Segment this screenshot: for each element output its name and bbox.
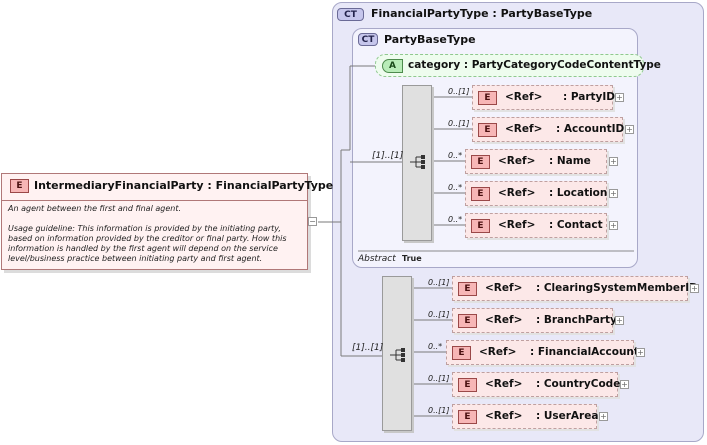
attribute-name: category [408, 59, 461, 71]
inner-sequence-cardinality: [1]..[1] [372, 151, 404, 161]
expand-toggle[interactable]: + [625, 125, 634, 134]
element-name: : AccountID [556, 123, 625, 135]
element-badge: E [458, 410, 477, 424]
clearing-system-member-id-element[interactable]: E <Ref> : ClearingSystemMemberID [452, 276, 698, 301]
element-name: : ClearingSystemMemberID [536, 282, 698, 294]
ref-label: <Ref> [505, 91, 543, 103]
cardinality-label: 0..[1] [428, 278, 450, 287]
abstract-label: Abstract [358, 254, 396, 264]
financial-account-element[interactable]: E <Ref> : FinancialAccount [446, 340, 639, 365]
ref-label: <Ref> [485, 282, 523, 294]
account-id-element[interactable]: E <Ref> : AccountID [472, 117, 625, 142]
expand-toggle[interactable]: + [620, 380, 629, 389]
element-name: : Location [549, 187, 608, 199]
documentation-line: Usage guideline: This information is pro… [8, 224, 287, 263]
attribute-label: category : PartyCategoryCodeContentType [408, 59, 661, 71]
expand-toggle[interactable]: + [615, 93, 624, 102]
ref-label: <Ref> [498, 187, 536, 199]
cardinality-label: 0..* [428, 342, 443, 351]
cardinality-label: 0..* [448, 215, 463, 224]
expand-toggle[interactable]: + [599, 412, 608, 421]
element-badge: E [458, 282, 477, 296]
element-badge: E [478, 123, 497, 137]
sequence-icon [390, 348, 405, 362]
complex-type-badge: CT [337, 8, 364, 21]
inner-type-title: PartyBaseType [384, 33, 476, 46]
abstract-value: True [402, 254, 422, 263]
expand-toggle[interactable]: + [609, 157, 618, 166]
cardinality-label: 0..[1] [428, 310, 450, 319]
element-documentation: An agent between the first and final age… [8, 204, 306, 274]
element-name: IntermediaryFinancialParty [34, 179, 204, 192]
cardinality-label: 0..[1] [448, 119, 470, 128]
outer-sequence-compositor[interactable] [382, 276, 412, 431]
ref-label: <Ref> [498, 155, 536, 167]
user-area-element[interactable]: E <Ref> : UserArea [452, 404, 599, 429]
element-badge: E [471, 187, 490, 201]
party-ids-element[interactable]: E <Ref> : PartyIDs [472, 85, 621, 110]
ref-label: <Ref> [479, 346, 517, 358]
cardinality-label: 0..* [448, 183, 463, 192]
documentation-line: An agent between the first and final age… [8, 204, 182, 213]
expand-toggle[interactable]: + [609, 189, 618, 198]
element-badge: E [10, 179, 29, 193]
contact-element[interactable]: E <Ref> : Contact [465, 213, 607, 238]
collapse-toggle[interactable]: − [308, 217, 317, 226]
attribute-type: : PartyCategoryCodeContentType [463, 59, 661, 71]
attribute-badge: A [382, 59, 403, 73]
element-name: : UserArea [536, 410, 599, 422]
element-badge: E [452, 346, 471, 360]
ref-label: <Ref> [505, 123, 543, 135]
complex-type-badge: CT [358, 33, 378, 46]
location-element[interactable]: E <Ref> : Location [465, 181, 607, 206]
ref-label: <Ref> [485, 314, 523, 326]
country-code-element[interactable]: E <Ref> : CountryCode [452, 372, 621, 397]
ref-label: <Ref> [485, 410, 523, 422]
element-name: : CountryCode [536, 378, 621, 390]
inner-sequence-compositor[interactable] [402, 85, 432, 241]
expand-toggle[interactable]: + [609, 221, 618, 230]
element-name: : PartyIDs [563, 91, 622, 103]
cardinality-label: 0..[1] [428, 406, 450, 415]
name-element[interactable]: E <Ref> : Name [465, 149, 607, 174]
sequence-icon [410, 155, 425, 169]
element-badge: E [478, 91, 497, 105]
outer-sequence-cardinality: [1]..[1] [352, 343, 384, 353]
expand-toggle[interactable]: + [690, 284, 699, 293]
cardinality-label: 0..[1] [448, 87, 470, 96]
element-type: : FinancialPartyType [207, 179, 334, 192]
branch-party-element[interactable]: E <Ref> : BranchParty [452, 308, 617, 333]
element-badge: E [458, 378, 477, 392]
ref-label: <Ref> [498, 219, 536, 231]
element-name: : Name [549, 155, 591, 167]
expand-toggle[interactable]: + [615, 316, 624, 325]
element-title: IntermediaryFinancialParty : FinancialPa… [34, 179, 333, 192]
element-name: : FinancialAccount [530, 346, 639, 358]
ref-label: <Ref> [485, 378, 523, 390]
outer-type-title: FinancialPartyType : PartyBaseType [371, 7, 593, 20]
expand-toggle[interactable]: + [636, 348, 645, 357]
element-name: : BranchParty [536, 314, 617, 326]
cardinality-label: 0..[1] [428, 374, 450, 383]
element-name: : Contact [549, 219, 603, 231]
element-badge: E [471, 155, 490, 169]
element-badge: E [471, 219, 490, 233]
intermediary-financial-party-element[interactable]: E IntermediaryFinancialParty : Financial… [1, 173, 333, 270]
cardinality-label: 0..* [448, 151, 463, 160]
category-attribute[interactable]: A category : PartyCategoryCodeContentTyp… [375, 54, 661, 77]
element-badge: E [458, 314, 477, 328]
